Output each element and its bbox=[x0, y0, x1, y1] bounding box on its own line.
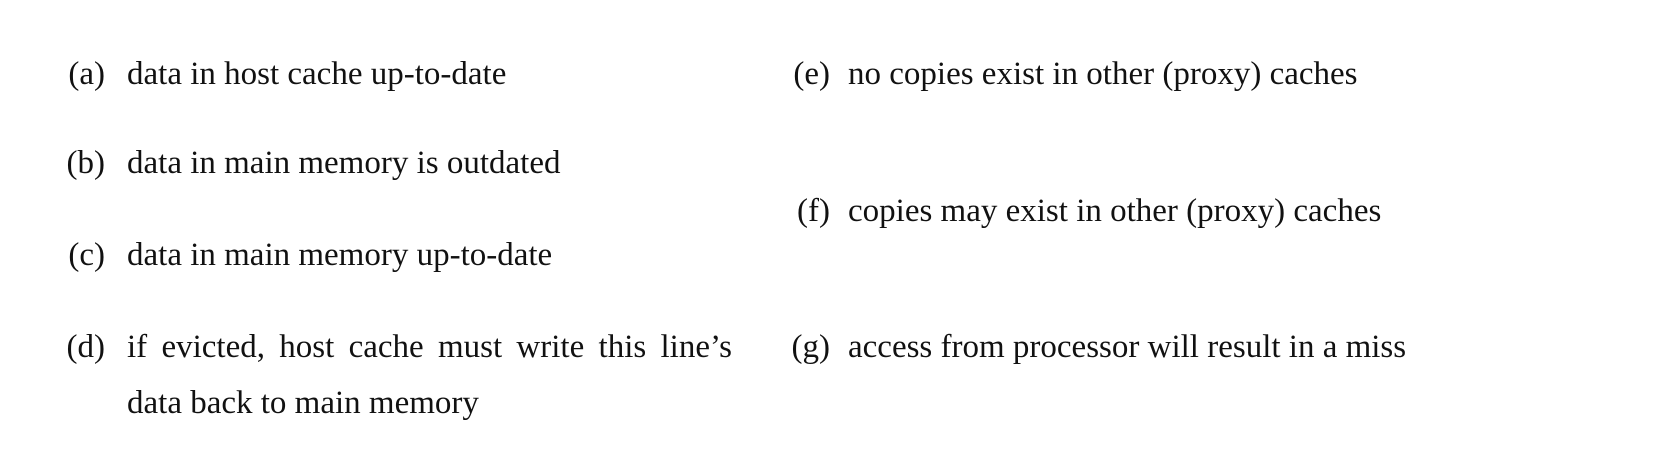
item-text: no copies exist in other (proxy) caches bbox=[848, 56, 1358, 92]
item-label: (g) bbox=[791, 329, 830, 365]
item-text: copies may exist in other (proxy) caches bbox=[848, 193, 1382, 229]
item-label: (c) bbox=[68, 237, 105, 273]
item-text: access from processor will result in a m… bbox=[848, 329, 1407, 365]
item-text: if evicted, host cache must write this l… bbox=[127, 329, 732, 421]
item-label: (b) bbox=[66, 145, 105, 181]
item-label: (f) bbox=[797, 193, 830, 229]
item-label: (a) bbox=[68, 56, 105, 92]
item-label: (e) bbox=[793, 56, 830, 92]
item-text: data in main memory up-to-date bbox=[127, 237, 553, 273]
item-text: data in main memory is outdated bbox=[127, 145, 561, 181]
item-label: (d) bbox=[66, 329, 105, 365]
item-text: data in host cache up-to-date bbox=[127, 56, 507, 92]
